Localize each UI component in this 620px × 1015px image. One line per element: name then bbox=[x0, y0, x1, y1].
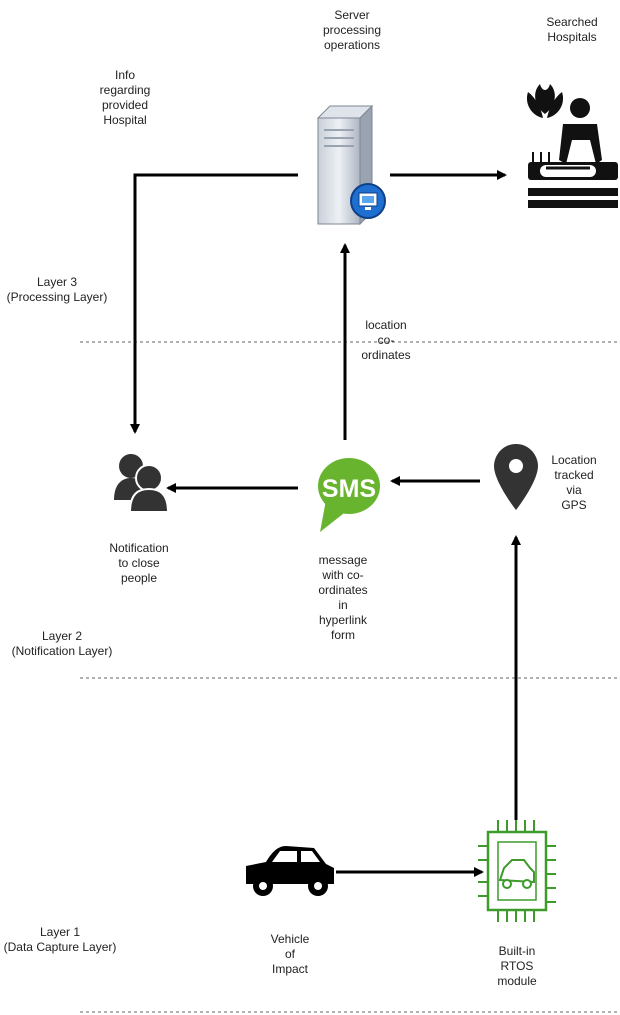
layer-2-label: Layer 2 (Notification Layer) bbox=[11, 629, 113, 658]
hospital-icon bbox=[526, 84, 618, 208]
message-label: message with co- ordinates in hyperlink … bbox=[318, 553, 368, 642]
hospitals-label: Searched Hospitals bbox=[546, 15, 598, 44]
layer-3-label: Layer 3 (Processing Layer) bbox=[6, 275, 108, 304]
location-coordinates-label: location co- ordinates bbox=[361, 318, 411, 362]
location-tracked-label: Location tracked via GPS bbox=[551, 453, 597, 512]
sms-icon bbox=[318, 458, 380, 532]
server-icon bbox=[316, 104, 386, 226]
layer-1-label: Layer 1 (Data Capture Layer) bbox=[3, 925, 117, 954]
rtos-label: Built-in RTOS module bbox=[497, 944, 537, 988]
chip-icon bbox=[478, 820, 556, 922]
sms-icon-text: SMS bbox=[322, 475, 376, 503]
arrow-server-to-people bbox=[130, 173, 298, 434]
vehicle-label: Vehicle of Impact bbox=[270, 932, 310, 976]
people-icon bbox=[114, 454, 170, 513]
notification-label: Notification to close people bbox=[109, 541, 169, 585]
hospital-info-label: Info regarding provided Hospital bbox=[99, 68, 151, 127]
location-pin-icon bbox=[494, 444, 538, 510]
car-icon bbox=[246, 846, 334, 896]
server-label: Server processing operations bbox=[322, 8, 382, 52]
